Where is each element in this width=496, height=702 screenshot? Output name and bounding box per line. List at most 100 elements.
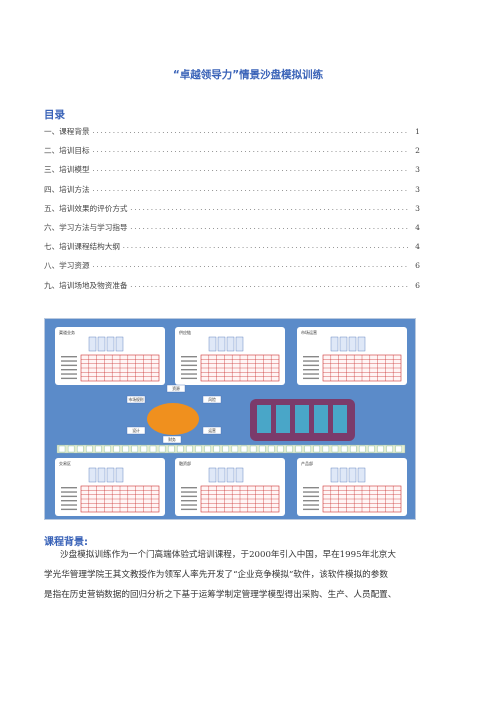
board-timeline-cell [259,445,266,453]
board-card-slot [357,467,366,483]
board-timeline-cell [58,445,66,453]
board-row-label [181,360,197,362]
board-row-label [61,508,77,511]
board-timeline-cell [213,445,220,453]
toc-entry-label: 八、学习资源 [44,261,90,271]
board-card-slot [226,336,235,352]
board-card-slot [339,336,348,352]
board-label-text: 运营 [208,428,216,433]
board-label-text: 市场规则 [128,397,143,402]
board-card-slot [348,467,357,483]
board-row-label [303,491,319,493]
board-row-label [181,487,197,489]
toc-entry[interactable]: 三、培训模型..................................… [44,160,420,179]
toc-entry-page: 4 [415,242,420,252]
board-panel-title: 市场运营 [301,329,317,335]
board-label-box [126,426,146,435]
board-card-slot [217,336,226,352]
paragraph-line: 沙盘模拟训练作为一个门高端体验式培训课程，于2000年引入中国，早在1995年北… [60,550,396,560]
paragraph-line: 学光华管理学院王其文教授作为领军人率先开发了“企业竞争模拟”软件，该软件模拟的参… [44,570,388,580]
board-center-ellipse [147,403,199,435]
board-row-label [181,491,197,493]
board-card-slot [115,336,124,352]
board-panel-title: 产品部 [301,460,313,466]
board-timeline-cell [95,445,102,453]
board-row-label [303,508,319,511]
board-card-slot [106,336,115,352]
toc-entry-page: 6 [415,261,420,271]
toc-entry[interactable]: 五、培训效果的评价方式.............................… [44,199,420,218]
board-timeline-cell [168,445,175,453]
toc-entry[interactable]: 六、学习方法与学习指导.............................… [44,218,420,237]
table-of-contents: 一、课程背景..................................… [44,122,420,295]
board-row-label [61,373,77,375]
board-card-slot [106,467,115,483]
board-row-label [181,356,197,358]
board-timeline-cell [340,445,348,453]
board-label-text: 财务 [168,437,176,442]
toc-entry-page: 1 [415,127,420,137]
board-label-text: 设计 [132,428,140,433]
board-row-label [61,495,77,498]
board-timeline-cell [386,445,393,453]
board-row-label [303,495,319,498]
board-row-label [303,377,319,380]
board-card-slot [115,467,124,483]
board-timeline-cell [231,445,239,453]
board-row-label [181,508,197,511]
board-timeline-cell [249,445,257,453]
toc-entry[interactable]: 一、课程背景..................................… [44,122,420,141]
board-timeline-cell [67,445,75,453]
board-row-label [181,373,197,375]
toc-entry-label: 七、培训课程结构大纲 [44,242,120,252]
board-panel-title: 渠道业务 [59,329,75,335]
toc-entry-label: 五、培训效果的评价方式 [44,203,128,213]
board-row-label [61,364,77,367]
board-row-label [181,495,197,498]
board-card-slot [97,336,106,352]
board-timeline-cell [268,445,275,453]
toc-leader-dots: ........................................… [91,185,408,193]
toc-entry-page: 6 [415,280,420,290]
board-timeline-cell [177,445,184,453]
toc-entry[interactable]: 八、学习资源..................................… [44,256,420,275]
board-row-label [303,504,319,506]
board-label-text: 资源 [172,386,180,391]
section-heading-background: 课程背景: [44,537,88,548]
board-label-text: 风险 [208,397,216,402]
board-row-label [303,373,319,375]
board-label-box [162,435,182,444]
toc-entry-page: 3 [415,165,420,175]
toc-leader-dots: ........................................… [91,166,408,174]
board-timeline-cell [331,445,339,453]
board-row-label [303,364,319,367]
board-panel-title: 融资部 [179,460,191,466]
board-row-label [61,487,77,489]
board-card-slot [88,336,97,352]
board-timeline-cell [222,445,229,453]
board-row-label [303,360,319,362]
board-row-label [61,377,77,380]
toc-leader-dots: ........................................… [129,204,408,212]
board-row-label [303,356,319,358]
toc-entry-page: 2 [415,146,420,156]
toc-entry[interactable]: 四、培训方法..................................… [44,180,420,199]
board-timeline-cell [350,445,357,453]
board-timeline-cell [313,445,320,453]
toc-entry[interactable]: 二、培训目标..................................… [44,141,420,160]
board-panel-title: 交易区 [59,460,71,466]
board-info-card [314,405,328,433]
board-row-label [303,500,319,502]
board-timeline-cell [158,445,166,453]
toc-entry[interactable]: 九、培训场地及物资准备.............................… [44,276,420,295]
board-card-slot [208,336,217,352]
toc-entry[interactable]: 七、培训课程结构大纲..............................… [44,237,420,256]
board-label-box [202,395,222,404]
toc-leader-dots: ........................................… [91,128,408,136]
board-timeline-cell [277,445,284,453]
board-row-label [181,369,197,371]
board-label-box [126,395,146,404]
board-row-label [61,491,77,493]
board-timeline-cell [104,445,111,453]
background-paragraph: 沙盘模拟训练作为一个门高端体验式培训课程，于2000年引入中国，早在1995年北… [44,545,420,605]
